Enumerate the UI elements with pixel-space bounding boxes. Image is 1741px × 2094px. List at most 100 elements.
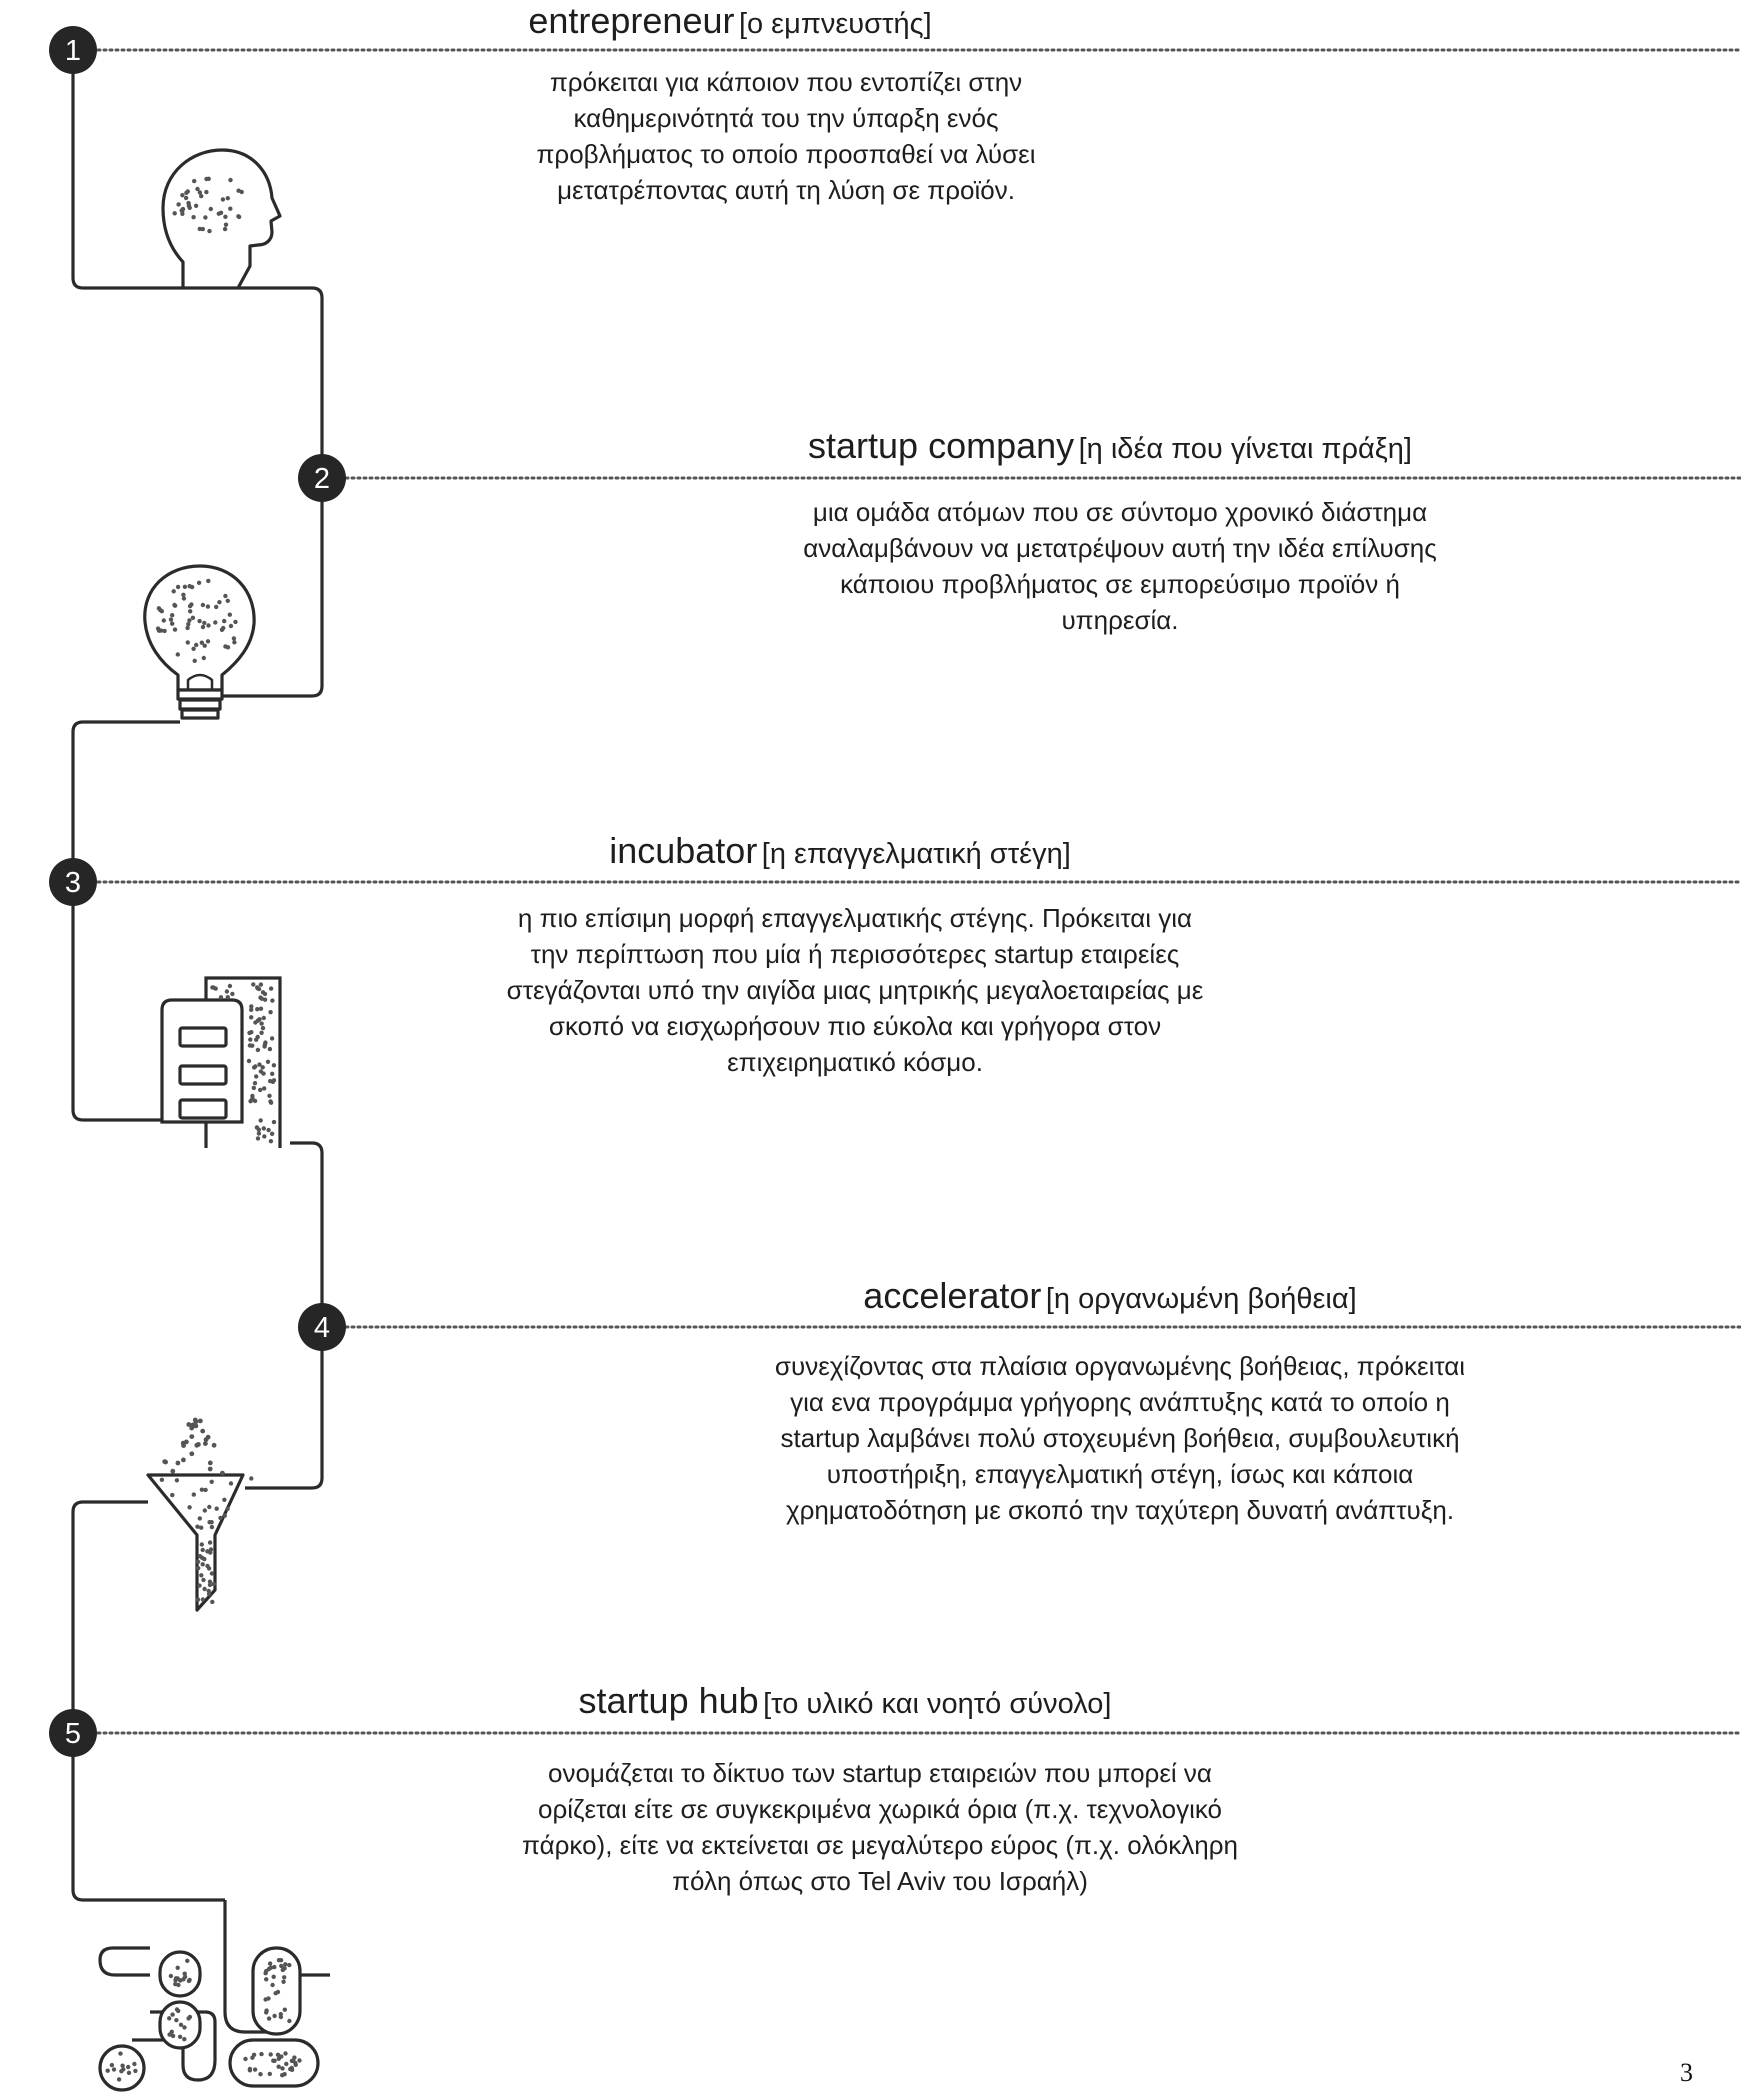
stipple-dot xyxy=(185,640,190,645)
stipple-dot xyxy=(182,584,188,589)
stipple-dot xyxy=(155,626,161,631)
stipple-dot xyxy=(246,1058,252,1064)
stipple-dot xyxy=(200,1547,205,1553)
head-icon xyxy=(161,148,282,289)
stipple-dot xyxy=(207,1466,213,1472)
stipple-dot xyxy=(257,1062,262,1067)
stipple-dot xyxy=(282,2072,287,2077)
svg-text:2: 2 xyxy=(314,463,330,495)
stipple-dot xyxy=(218,995,224,1000)
stipple-dot xyxy=(249,1476,254,1481)
stipple-dot xyxy=(223,593,228,599)
stage-description-3: η πιο επίσιμη μορφή επαγγελματικής στέγη… xyxy=(506,903,1204,1077)
stipple-dot xyxy=(269,1036,275,1041)
stipple-dot xyxy=(232,640,237,645)
stipple-dot xyxy=(211,1581,216,1587)
stipple-dot xyxy=(180,193,185,198)
stipple-dot xyxy=(175,1976,180,1981)
stipple-dot xyxy=(170,621,175,626)
stipple-dot xyxy=(201,1577,206,1583)
stipple-dot xyxy=(249,1015,254,1020)
stipple-dot xyxy=(133,2068,138,2074)
stipple-dot xyxy=(161,618,166,623)
stipple-dot xyxy=(170,1492,175,1498)
building-icon xyxy=(160,976,282,1148)
stipple-dot xyxy=(197,1554,203,1559)
stipple-dot xyxy=(270,998,275,1003)
stipple-dot xyxy=(175,652,180,657)
stipple-dot xyxy=(174,2018,179,2023)
svg-text:1: 1 xyxy=(65,35,81,67)
stipple-dot xyxy=(189,584,195,590)
stipple-dot xyxy=(214,1506,219,1511)
stipple-dot xyxy=(222,226,228,232)
stipple-dot xyxy=(258,1006,264,1011)
stage-term: incubator xyxy=(609,830,758,871)
stipple-dot xyxy=(199,1525,204,1530)
stipple-dot xyxy=(260,1065,265,1070)
stipple-dot xyxy=(202,1586,207,1592)
stipple-dot xyxy=(272,2013,277,2019)
stipple-dot xyxy=(233,619,238,625)
stage-description-2: μια ομάδα ατόμων που σε σύντομο χρονικό … xyxy=(803,497,1437,635)
stipple-dot xyxy=(203,1441,208,1446)
stipple-dot xyxy=(209,1520,214,1525)
stipple-dot xyxy=(170,613,175,618)
stage-tag: [ο εμπνευστής] xyxy=(738,8,932,40)
stipple-dot xyxy=(205,604,211,609)
stipple-dot xyxy=(178,2022,184,2028)
stipple-dot xyxy=(162,628,167,634)
stipple-dot xyxy=(256,986,262,992)
stage-description-1: πρόκειται για κάποιον που εντοπίζει στην… xyxy=(536,67,1036,205)
stipple-dot xyxy=(248,1037,253,1042)
stage-title-3: incubator [η επαγγελματική στέγη] xyxy=(540,830,1140,872)
stipple-dot xyxy=(271,1078,277,1083)
stipple-dot xyxy=(198,1418,203,1424)
stipple-dot xyxy=(231,636,237,641)
stipple-dot xyxy=(197,1583,202,1588)
stipple-dot xyxy=(168,1973,174,1979)
stipple-dot xyxy=(282,2007,287,2012)
stipple-dot xyxy=(193,1419,199,1424)
stage-description-5: ονομάζεται το δίκτυο των startup εταιρει… xyxy=(522,1758,1238,1896)
stipple-dot xyxy=(264,2008,269,2013)
stipple-dot xyxy=(200,624,206,630)
stipple-dot xyxy=(253,1020,258,1025)
stipple-dot xyxy=(228,206,233,211)
stipple-dot xyxy=(255,1136,261,1141)
stage-term: accelerator xyxy=(863,1275,1042,1316)
stipple-dot xyxy=(267,1046,273,1052)
stipple-dot xyxy=(167,2032,172,2037)
stipple-dot xyxy=(207,1579,213,1584)
stipple-dot xyxy=(250,2055,255,2060)
stipple-dot xyxy=(225,995,230,1000)
stipple-dot xyxy=(190,615,196,620)
stage-tag: [η ιδέα που γίνεται πράξη] xyxy=(1078,433,1412,465)
stipple-dot xyxy=(268,1078,273,1084)
page-number: 3 xyxy=(1680,2058,1693,2087)
stipple-dot xyxy=(201,655,206,661)
stipple-dot xyxy=(172,602,177,608)
stipple-dot xyxy=(187,618,192,623)
stipple-dot xyxy=(197,618,202,624)
stage-title-2: startup company [η ιδέα που γίνεται πράξ… xyxy=(760,425,1460,467)
stipple-dot xyxy=(209,1479,214,1485)
stipple-dot xyxy=(176,2008,181,2014)
stipple-dot xyxy=(207,1460,213,1466)
stipple-dot xyxy=(287,1962,292,1968)
stipple-dot xyxy=(183,195,189,201)
stage-title-4: accelerator [η οργανωμένη βοήθεια] xyxy=(810,1275,1410,1317)
stipple-dot xyxy=(199,1573,204,1578)
stipple-dot xyxy=(189,602,194,607)
stipple-dot xyxy=(126,2064,131,2070)
stipple-dot xyxy=(170,1468,176,1474)
stipple-dot xyxy=(206,578,211,584)
stipple-dot xyxy=(220,1470,225,1476)
stipple-dot xyxy=(258,1087,263,1093)
stipple-dot xyxy=(268,986,274,991)
stipple-dot xyxy=(195,186,200,192)
stipple-dot xyxy=(275,2052,281,2057)
stipple-dot xyxy=(217,600,222,605)
svg-text:5: 5 xyxy=(65,1718,81,1750)
stipple-dot xyxy=(225,598,230,603)
